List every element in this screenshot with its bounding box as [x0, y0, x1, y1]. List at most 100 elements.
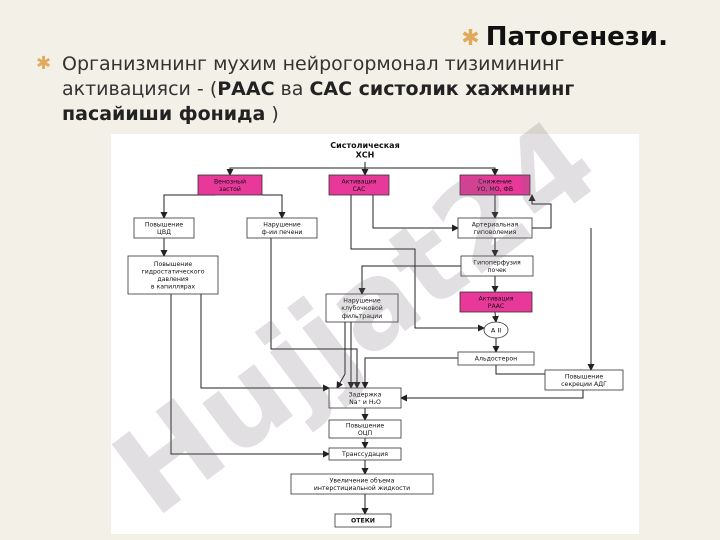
node-label: Задержка [349, 391, 382, 398]
pathogenesis-flowchart: СистолическаяХСНВенозныйзастойАктивацияС… [111, 134, 639, 534]
flow-arrow [160, 194, 215, 219]
flow-arrow [262, 194, 286, 219]
node-aldosterone: Альдостерон [457, 351, 535, 366]
flow-arrow [372, 195, 459, 232]
bullet-bold-raas: РААС [217, 78, 275, 100]
node-label: ф-ии печени [262, 229, 303, 236]
bullet-bold-sas: САС систолик хажмнинг пасайиши фонида [62, 78, 575, 125]
node-label: ОЦП [358, 430, 373, 437]
node-label: ЦВД [157, 229, 171, 236]
node-box [328, 419, 402, 439]
node-box [328, 174, 390, 196]
slide-title: ✱ Патогенези. [461, 22, 668, 52]
node-label: фильтрации [342, 313, 383, 320]
bullet-text-part: ) [265, 103, 279, 125]
flow-arrow [270, 238, 361, 389]
node-box [325, 293, 399, 323]
node-label: Повышение [565, 373, 604, 380]
flow-arrow [365, 167, 499, 176]
node-label: секреции АДГ [561, 381, 607, 388]
node-box [457, 351, 535, 366]
slide-title-text: Патогенези. [485, 22, 668, 52]
node-label: клубочковой [341, 304, 383, 312]
node-label: САС [353, 186, 366, 193]
node-box [197, 174, 263, 196]
node-label: Повышение [346, 422, 385, 429]
node-label: Артериальная [472, 221, 519, 228]
bullet-star-icon: ✱ [461, 26, 480, 51]
node-box [334, 513, 392, 528]
node-label: ХСН [356, 151, 375, 160]
node-box [459, 291, 533, 313]
flow-arrow [200, 294, 330, 392]
node-label: гидростатического [141, 268, 204, 275]
node-label: Альдостерон [475, 356, 517, 363]
node-label: Активация [342, 178, 377, 185]
flow-arrow [361, 357, 458, 389]
node-label: Повышение [145, 221, 184, 228]
node-box [328, 447, 402, 461]
node-label: давления [157, 276, 189, 283]
node-box [127, 255, 219, 295]
node-a2: A II [483, 321, 509, 339]
node-box [328, 387, 402, 409]
flow-arrow [170, 294, 330, 458]
node-label: A II [491, 327, 501, 335]
node-label: УО, МО, ФВ [477, 186, 513, 193]
bullet-star-icon: ✱ [36, 53, 52, 74]
flow-arrow [350, 195, 485, 332]
node-label: Гипоперфузия [473, 259, 521, 266]
node-label: Повышение [154, 261, 193, 268]
node-label: Систолическая [330, 141, 399, 150]
node-box [460, 255, 534, 277]
node-label: Транссудация [341, 451, 388, 458]
flow-arrow [491, 311, 499, 323]
node-box [459, 174, 531, 196]
bullet-text-part: ва [274, 78, 310, 100]
slide-bullet: ✱ Организмнинг мухим нейрогормонал тизим… [36, 52, 690, 127]
node-edema: ОТЕКИ [334, 513, 392, 528]
flow-arrow [226, 167, 365, 176]
node-label: ОТЕКИ [351, 518, 375, 525]
node-label: почек [487, 267, 506, 274]
node-box [246, 217, 318, 239]
node-label: Нарушение [343, 298, 381, 305]
node-label: Увеличение объема [330, 476, 395, 484]
flow-arrow [528, 194, 552, 229]
node-label: Венозный [214, 177, 246, 185]
node-label: РААС [488, 303, 505, 310]
bullet-text: Организмнинг мухим нейрогормонал тизимин… [40, 52, 690, 127]
node-label: Na⁺ и H₂O [349, 399, 381, 406]
flow-arrow [358, 265, 461, 295]
flow-arrow [336, 322, 346, 389]
node-box [133, 217, 195, 239]
node-label: застой [219, 185, 241, 193]
flow-arrow [400, 390, 584, 402]
node-label: гиповолемия [474, 229, 517, 236]
node-label: Снижение [478, 178, 512, 185]
node-transudation: Транссудация [328, 447, 402, 461]
node-box [457, 217, 533, 239]
bullet-text-part: Организмнинг мухим нейрогормонал тизимин… [62, 53, 565, 100]
node-label: Нарушение [263, 221, 301, 228]
node-box [290, 473, 434, 495]
node-box [544, 369, 624, 391]
node-label: интерстициальной жидкости [314, 484, 410, 492]
node-label: Активация [479, 295, 514, 302]
